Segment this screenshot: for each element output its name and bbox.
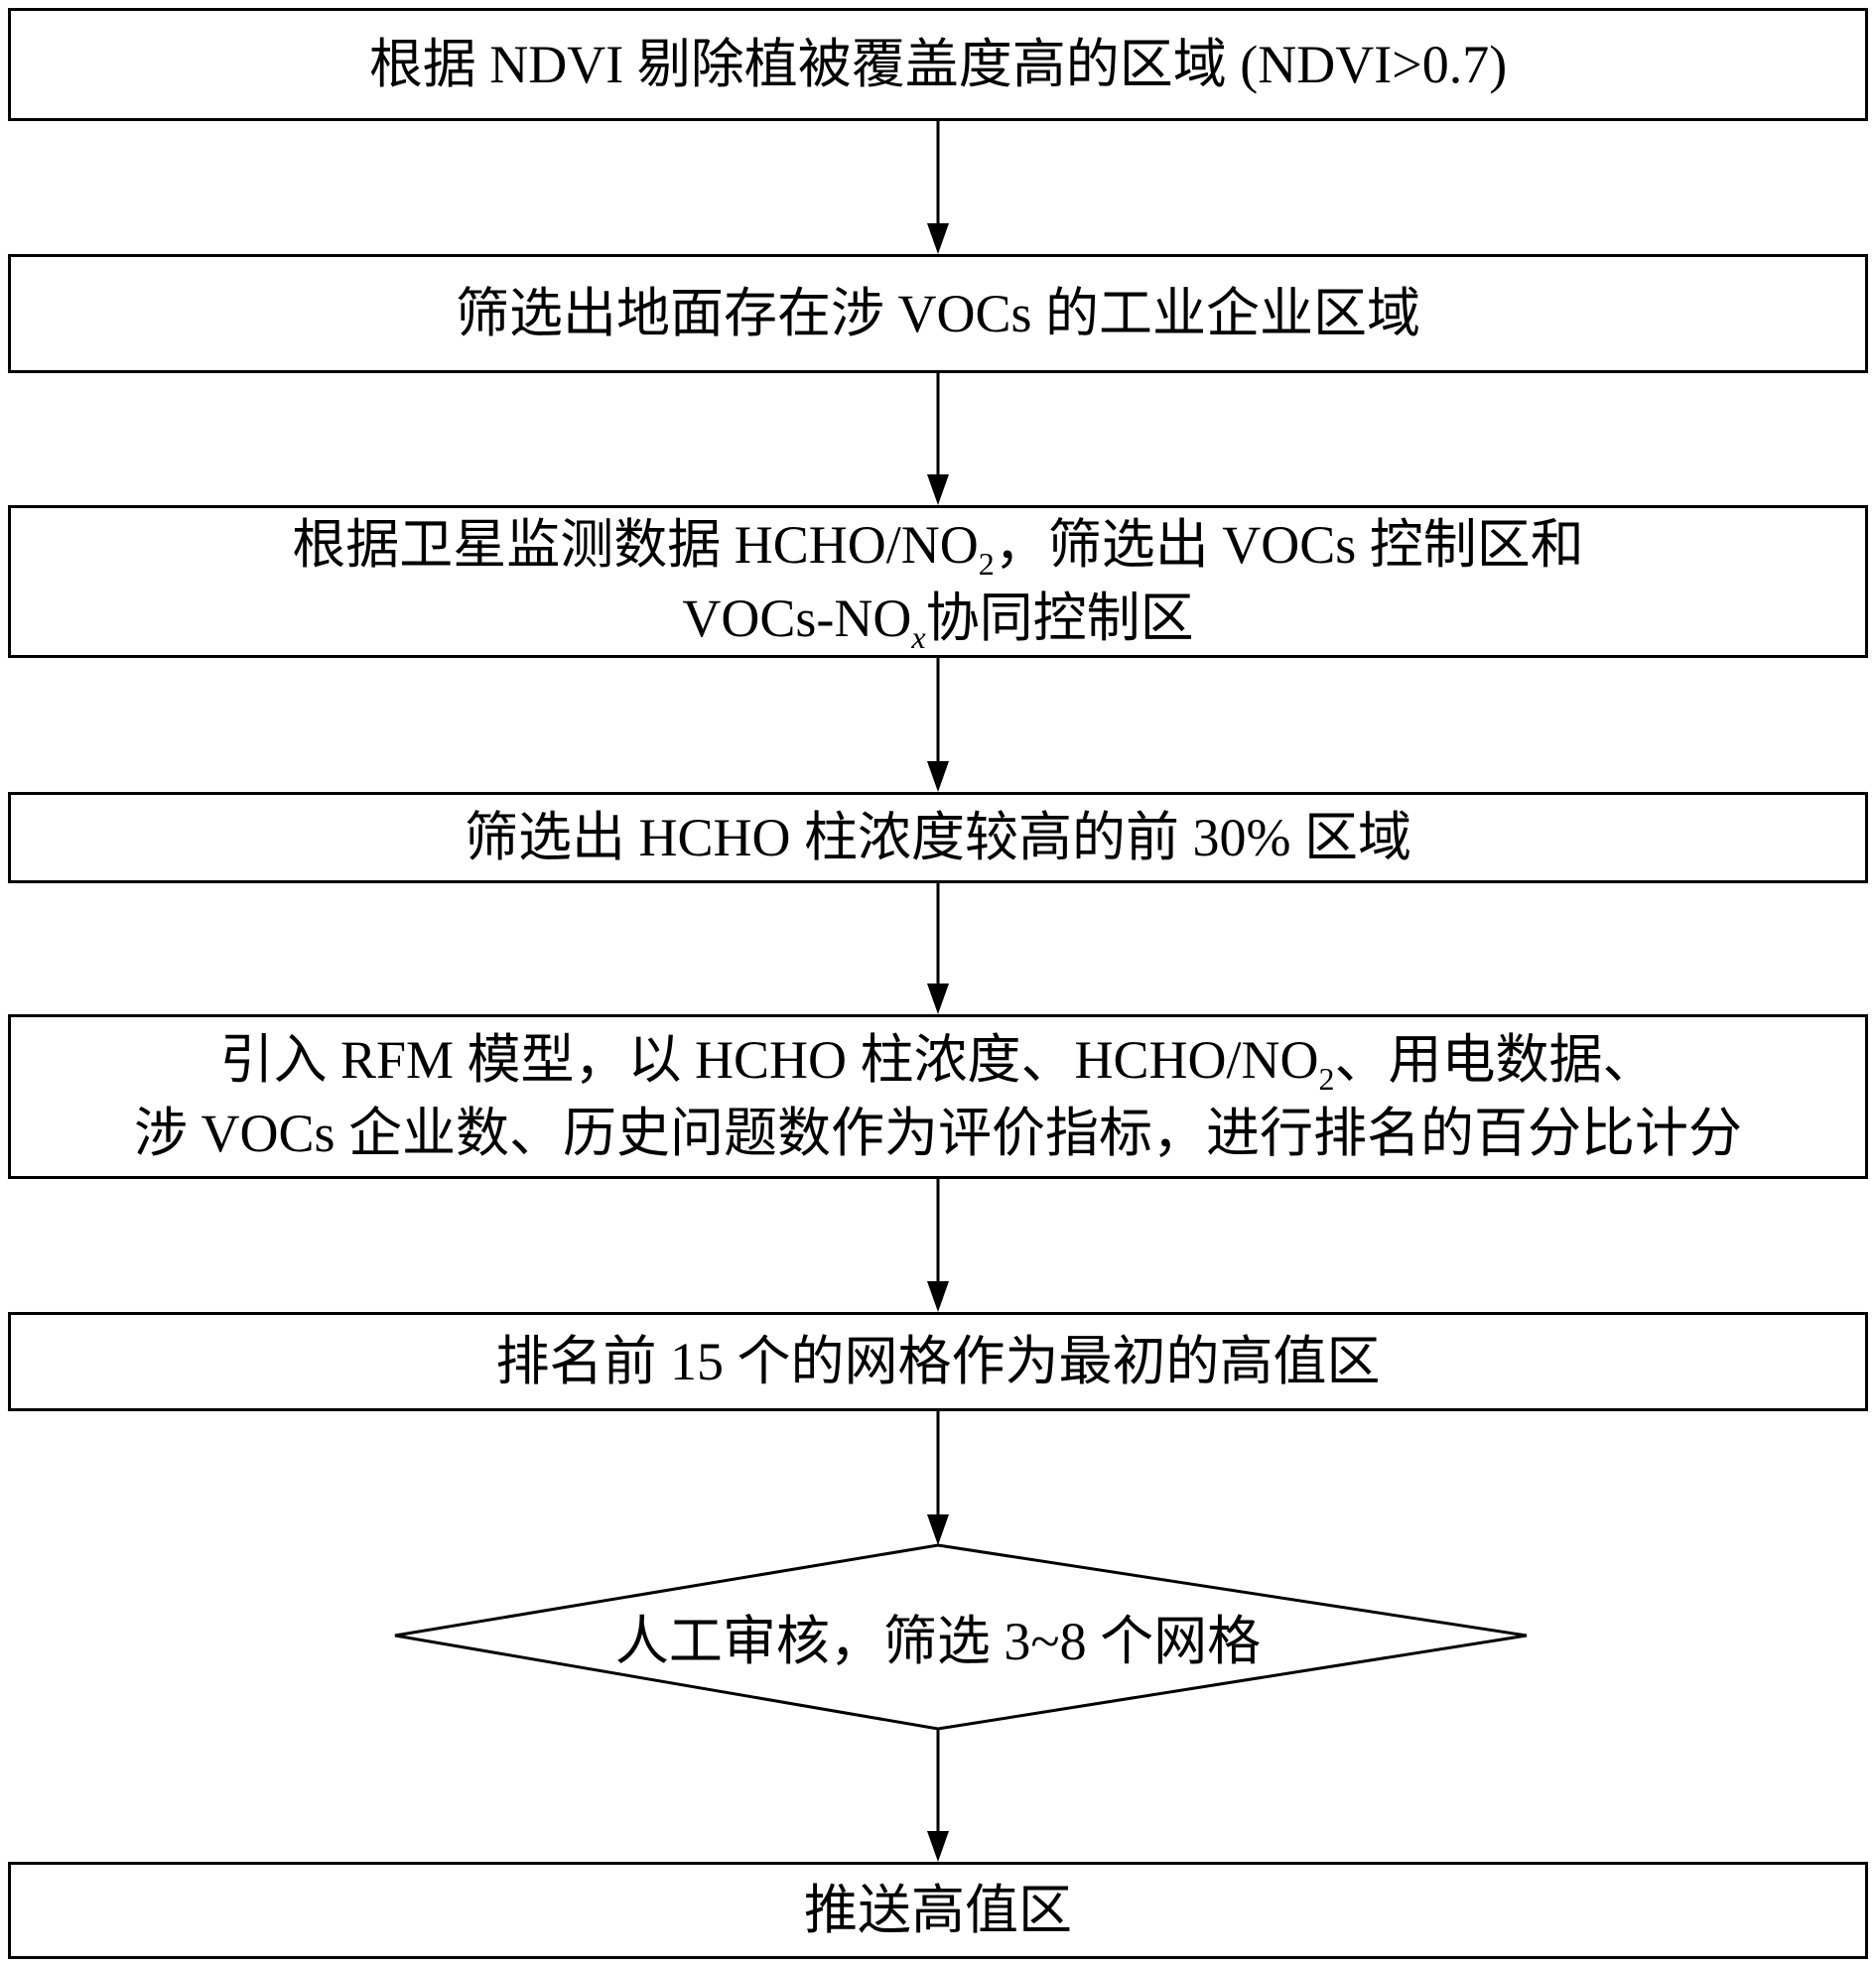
final-text: 推送高值区	[804, 1881, 1072, 1940]
decision-text-area: 人工审核，筛选 3~8 个网格	[392, 1543, 1484, 1728]
step-6-text: 排名前 15 个的网格作为最初的高值区	[495, 1332, 1381, 1391]
step-3-line-2: VOCs-NOx协同控制区	[682, 582, 1193, 655]
arrow-5-head	[927, 1281, 949, 1312]
step-2-text: 筛选出地面存在涉 VOCs 的工业企业区域	[455, 284, 1421, 343]
arrow-2-head	[927, 474, 949, 505]
step-3-line-1-part-b: ，筛选出 VOCs 控制区和	[994, 515, 1584, 575]
step-3-line-2-part-a: VOCs-NO	[682, 589, 912, 648]
step-3-line-1-part-a: 根据卫星监测数据 HCHO/NO	[292, 515, 979, 575]
arrow-1-head	[927, 223, 949, 254]
step-5-box: 引入 RFM 模型，以 HCHO 柱浓度、HCHO/NO2、用电数据、 涉 VO…	[8, 1014, 1868, 1179]
step-3-line-1: 根据卫星监测数据 HCHO/NO2，筛选出 VOCs 控制区和	[292, 508, 1584, 582]
step-4-box: 筛选出 HCHO 柱浓度较高的前 30% 区域	[8, 792, 1868, 883]
step-5-line-1: 引入 RFM 模型，以 HCHO 柱浓度、HCHO/NO2、用电数据、	[219, 1023, 1656, 1097]
step-3-line-1-subscript: 2	[978, 546, 995, 582]
decision-text: 人工审核，筛选 3~8 个网格	[614, 1611, 1262, 1671]
step-1-box: 根据 NDVI 剔除植被覆盖度高的区域 (NDVI>0.7)	[8, 8, 1868, 121]
step-3-box: 根据卫星监测数据 HCHO/NO2，筛选出 VOCs 控制区和 VOCs-NOx…	[8, 505, 1868, 658]
step-5-line-1-subscript: 2	[1318, 1061, 1335, 1097]
step-5-line-2: 涉 VOCs 企业数、历史问题数作为评价指标，进行排名的百分比计分	[133, 1104, 1743, 1163]
step-1-text: 根据 NDVI 剔除植被覆盖度高的区域 (NDVI>0.7)	[368, 35, 1508, 94]
step-3-line-2-subscript: x	[911, 619, 926, 655]
final-box: 推送高值区	[8, 1862, 1868, 1959]
arrow-7-head	[927, 1831, 949, 1862]
arrow-4-head	[927, 983, 949, 1014]
step-6-box: 排名前 15 个的网格作为最初的高值区	[8, 1312, 1868, 1411]
step-4-text: 筛选出 HCHO 柱浓度较高的前 30% 区域	[465, 808, 1411, 867]
step-3-line-2-part-b: 协同控制区	[925, 589, 1194, 648]
step-2-box: 筛选出地面存在涉 VOCs 的工业企业区域	[8, 254, 1868, 373]
arrow-6-head	[927, 1514, 949, 1545]
step-5-line-1-part-b: 、用电数据、	[1334, 1030, 1657, 1090]
arrow-3-head	[927, 761, 949, 792]
step-5-line-1-part-a: 引入 RFM 模型，以 HCHO 柱浓度、HCHO/NO	[219, 1030, 1319, 1090]
